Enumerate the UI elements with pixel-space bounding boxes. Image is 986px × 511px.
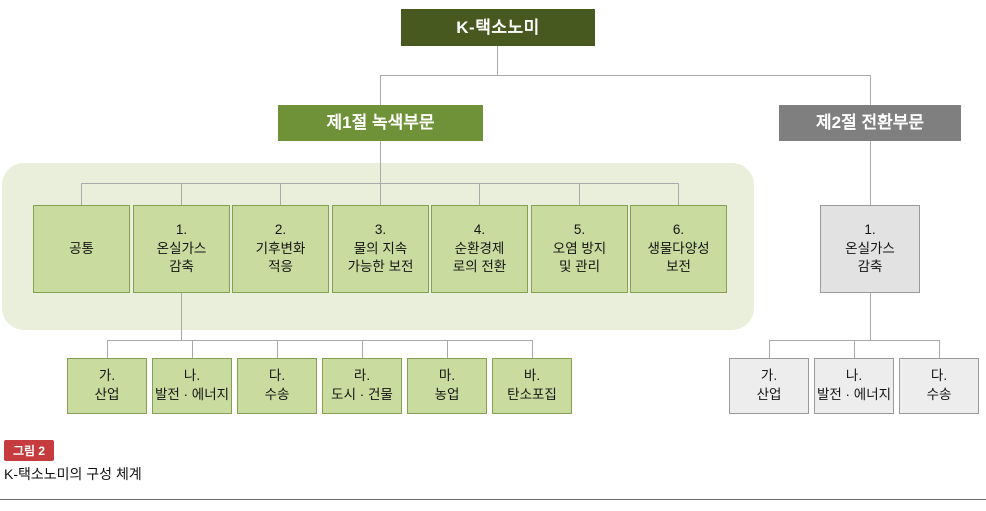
connector-line (107, 340, 533, 341)
bottom-divider (0, 499, 986, 500)
figure-badge: 그림 2 (4, 440, 55, 461)
connector-line (380, 141, 381, 183)
connector-line (678, 183, 679, 205)
section-header-green: 제1절 녹색부문 (278, 105, 483, 141)
connector-line (380, 183, 381, 205)
connector-line (870, 75, 871, 105)
green-category-circular-economy: 4. 순환경제 로의 전환 (431, 205, 528, 293)
connector-line (579, 183, 580, 205)
connector-line (854, 340, 855, 358)
transition-category-ghg-reduction: 1. 온실가스 감축 (820, 205, 920, 293)
connector-line (870, 293, 871, 340)
connector-line (181, 183, 182, 205)
green-category-water-conservation: 3. 물의 지속 가능한 보전 (332, 205, 429, 293)
root-node-k-taxonomy: K-택소노미 (401, 9, 595, 46)
connector-line (447, 340, 448, 358)
green-category-biodiversity: 6. 생물다양성 보전 (630, 205, 727, 293)
connector-line (939, 340, 940, 358)
connector-line (81, 183, 82, 205)
connector-line (769, 340, 770, 358)
green-sub-transport: 다. 수송 (237, 358, 317, 414)
green-category-ghg-reduction: 1. 온실가스 감축 (133, 205, 230, 293)
connector-line (280, 183, 281, 205)
transition-sub-industry: 가. 산업 (729, 358, 809, 414)
connector-line (380, 75, 381, 105)
connector-line (362, 340, 363, 358)
connector-line (870, 141, 871, 205)
green-category-common: 공통 (33, 205, 130, 293)
connector-line (479, 183, 480, 205)
connector-line (107, 340, 108, 358)
green-sub-carbon-capture: 바. 탄소포집 (492, 358, 572, 414)
transition-sub-power-energy: 나. 발전 · 에너지 (814, 358, 894, 414)
connector-line (277, 340, 278, 358)
figure-caption: K-택소노미의 구성 체계 (4, 466, 142, 482)
connector-line (497, 46, 498, 75)
connector-line (181, 293, 182, 340)
green-category-pollution-control: 5. 오염 방지 및 관리 (531, 205, 628, 293)
green-category-climate-adaptation: 2. 기후변화 적응 (232, 205, 329, 293)
transition-sub-transport: 다. 수송 (899, 358, 979, 414)
connector-line (532, 340, 533, 358)
connector-line (380, 75, 871, 76)
green-sub-power-energy: 나. 발전 · 에너지 (152, 358, 232, 414)
section-header-transition: 제2절 전환부문 (779, 105, 961, 141)
green-sub-agriculture: 마. 농업 (407, 358, 487, 414)
green-sub-city-building: 라. 도시 · 건물 (322, 358, 402, 414)
green-sub-industry: 가. 산업 (67, 358, 147, 414)
connector-line (192, 340, 193, 358)
